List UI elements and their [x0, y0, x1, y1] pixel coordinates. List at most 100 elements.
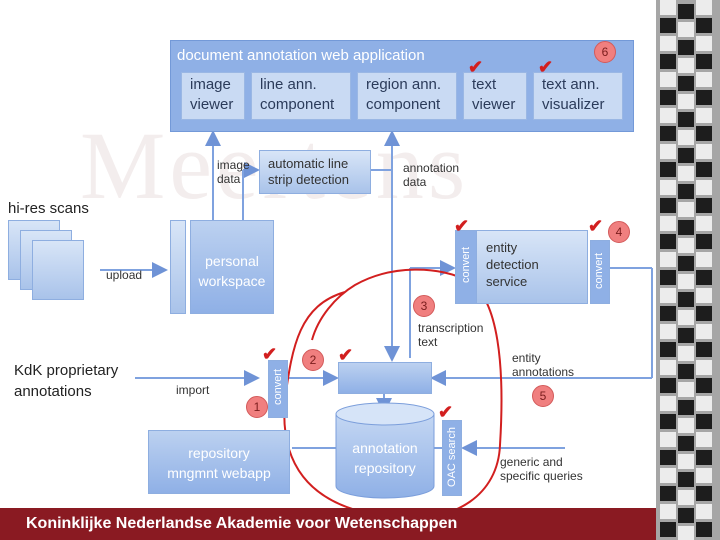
facade-panel [660, 36, 676, 51]
upload-label: upload [106, 268, 143, 282]
facade-panel [696, 126, 712, 141]
facade-panel [660, 90, 676, 105]
label-line2: annotations [14, 383, 92, 400]
component-label-line2: visualizer [542, 96, 605, 113]
component-label-line1: text [472, 76, 497, 93]
facade-panel [678, 4, 694, 19]
step-1-badge: 1 [246, 396, 268, 418]
facade-panel [696, 72, 712, 87]
facade-panel [660, 0, 676, 15]
facade-panel [678, 202, 694, 217]
facade-panel [660, 270, 676, 285]
oac-search-bar: OAC search [442, 420, 462, 496]
facade-panel [660, 144, 676, 159]
facade-panel [660, 486, 676, 501]
kdk-annotations-label: KdK proprietary annotations [14, 360, 118, 402]
transcription-text-label: transcription text [418, 321, 483, 349]
line-strip-detection-box: automatic line strip detection [259, 150, 371, 194]
checkmark-icon: ✔ [438, 402, 454, 422]
facade-panel [696, 18, 712, 33]
facade-panel [678, 40, 694, 55]
convert-label: convert [593, 252, 605, 290]
step-6-badge: 6 [594, 41, 616, 63]
label-line2: text [418, 335, 438, 349]
facade-panel [678, 130, 694, 145]
facade-panel [660, 504, 676, 519]
annotation-repository-cylinder [335, 402, 435, 499]
import-hub-box [338, 362, 432, 394]
step-5-badge: 5 [532, 385, 554, 407]
convert-bar-right: convert [590, 240, 610, 304]
facade-panel [696, 486, 712, 501]
label-line2: mngmnt webapp [167, 465, 271, 481]
component-region-ann: region ann. component [357, 72, 457, 120]
facade-panel [660, 324, 676, 339]
facade-panel [660, 198, 676, 213]
facade-panel [660, 126, 676, 141]
checkmark-icon: ✔ [468, 57, 484, 77]
footer-title: Koninklijke Nederlandse Akademie voor We… [26, 515, 458, 532]
annotation-data-label: annotation data [403, 161, 459, 189]
facade-panel [696, 0, 712, 15]
component-label-line1: image [190, 76, 231, 93]
building-photo [656, 0, 720, 540]
checkmark-icon: ✔ [338, 345, 354, 365]
generic-queries-label: generic and specific queries [500, 455, 583, 483]
facade-panel [696, 468, 712, 483]
facade-panel [678, 274, 694, 289]
facade-panel [660, 432, 676, 447]
component-line-ann: line ann. component [251, 72, 351, 120]
label-line1: transcription [418, 321, 484, 335]
facade-panel [660, 54, 676, 69]
label-line1: automatic line [268, 156, 349, 171]
facade-panel [678, 364, 694, 379]
facade-panel [678, 22, 694, 37]
facade-panel [678, 112, 694, 127]
facade-panel [660, 288, 676, 303]
facade-panel [660, 216, 676, 231]
facade-panel [696, 90, 712, 105]
entity-service-label: entity detection service [486, 239, 539, 290]
facade-panel [696, 234, 712, 249]
footer-bar: Koninklijke Nederlandse Akademie voor We… [0, 508, 656, 540]
facade-panel [660, 108, 676, 123]
facade-panel [678, 184, 694, 199]
facade-panel [660, 396, 676, 411]
oac-search-label: OAC search [446, 427, 458, 487]
facade-panel [660, 72, 676, 87]
component-label-line2: component [366, 96, 441, 113]
facade-panel [660, 342, 676, 357]
facade-panel [678, 418, 694, 433]
label-line1: personal [205, 253, 259, 269]
facade-panel [678, 508, 694, 523]
facade-panel [696, 252, 712, 267]
convert-bar-left: convert [455, 230, 477, 304]
repository-webapp-label: repository mngmnt webapp [149, 443, 289, 483]
facade-panel [678, 166, 694, 181]
facade-panel [696, 342, 712, 357]
facade-panel [660, 414, 676, 429]
step-3-badge: 3 [413, 295, 435, 317]
facade-panel [678, 148, 694, 163]
facade-panel [696, 522, 712, 537]
repository-webapp-box: repository mngmnt webapp [148, 430, 290, 494]
facade-panel [696, 54, 712, 69]
label-line1: generic and [500, 455, 563, 469]
facade-panel [660, 306, 676, 321]
facade-panel [696, 162, 712, 177]
label-line2: data [217, 172, 241, 186]
facade-panel [678, 76, 694, 91]
checkmark-icon: ✔ [538, 57, 554, 77]
facade-panel [660, 162, 676, 177]
facade-panel [696, 432, 712, 447]
label-line2: specific queries [500, 469, 583, 483]
facade-panel [678, 220, 694, 235]
facade-panel [696, 360, 712, 375]
facade-panel [678, 328, 694, 343]
component-label-line2: viewer [472, 96, 516, 113]
image-data-label: image data [217, 158, 250, 186]
annotation-repository-label: annotation repository [334, 438, 436, 478]
facade-panel [660, 252, 676, 267]
label-line2: annotations [512, 365, 575, 379]
